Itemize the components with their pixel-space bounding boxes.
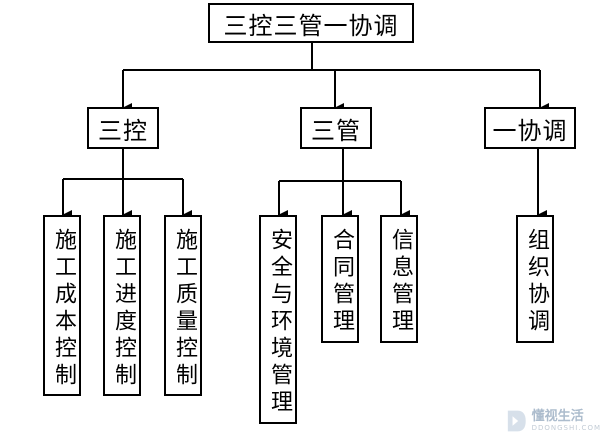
leaf-organization-coordination: 组织协调 <box>516 215 554 343</box>
leaf-cost-control: 施工成本控制 <box>43 215 81 396</box>
logo-icon <box>507 410 526 432</box>
watermark-text-en: DDONGSHI.COM <box>531 424 601 432</box>
node-yi-xietiao: 一协调 <box>484 107 576 149</box>
leaf-safety-environment: 安全与环境管理 <box>259 215 297 424</box>
leaf-progress-control: 施工进度控制 <box>103 215 141 396</box>
node-san-kong: 三控 <box>87 107 159 149</box>
leaf-information-management: 信息管理 <box>380 215 418 343</box>
node-san-guan: 三管 <box>300 107 372 149</box>
root-node: 三控三管一协调 <box>208 3 414 43</box>
watermark: 懂视生活 DDONGSHI.COM <box>505 405 601 437</box>
watermark-text-cn: 懂视生活 <box>531 409 584 424</box>
leaf-contract-management: 合同管理 <box>321 215 359 343</box>
leaf-quality-control: 施工质量控制 <box>164 215 202 396</box>
